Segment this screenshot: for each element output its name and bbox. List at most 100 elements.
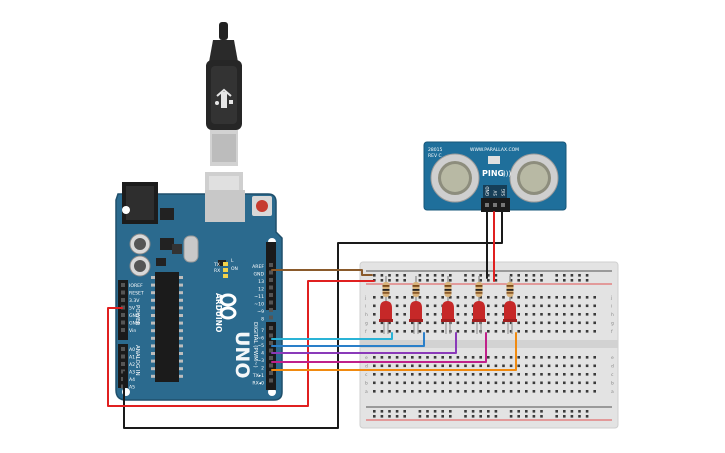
breadboard-hole[interactable] [570,313,574,316]
breadboard-hole[interactable] [502,381,505,385]
breadboard-hole[interactable] [380,410,384,413]
breadboard-hole[interactable] [517,415,520,418]
breadboard-hole[interactable] [426,373,429,376]
breadboard-hole[interactable] [395,390,399,393]
breadboard-hole[interactable] [418,373,422,376]
breadboard-hole[interactable] [403,410,406,413]
breadboard-hole[interactable] [509,373,513,376]
header-pin[interactable] [269,270,273,275]
breadboard-hole[interactable] [464,415,467,418]
breadboard-hole[interactable] [555,279,558,282]
breadboard-hole[interactable] [433,373,437,376]
breadboard-hole[interactable] [502,330,505,333]
breadboard-hole[interactable] [479,364,482,368]
header-pin[interactable] [269,371,273,375]
breadboard-hole[interactable] [373,373,376,376]
breadboard-hole[interactable] [388,279,391,282]
header-pin[interactable] [269,333,273,338]
breadboard-hole[interactable] [585,296,589,299]
breadboard-hole[interactable] [585,415,589,418]
header-pin[interactable] [269,356,273,360]
header-pin[interactable] [121,354,125,359]
breadboard-hole[interactable] [380,364,384,368]
breadboard-hole[interactable] [449,390,452,393]
breadboard-hole[interactable] [509,390,513,393]
breadboard-hole[interactable] [517,330,520,333]
breadboard-hole[interactable] [471,321,475,325]
breadboard-hole[interactable] [411,373,414,376]
wire-5v-red[interactable] [107,280,375,407]
breadboard-hole[interactable] [479,274,482,277]
breadboard-hole[interactable] [373,296,376,299]
breadboard-hole[interactable] [418,356,422,359]
breadboard-hole[interactable] [411,390,414,393]
breadboard-hole[interactable] [585,364,589,368]
breadboard-hole[interactable] [563,321,566,325]
resistor[interactable] [382,276,390,302]
breadboard-hole[interactable] [456,373,460,376]
breadboard-hole[interactable] [388,330,391,333]
breadboard-hole[interactable] [395,304,399,308]
breadboard-hole[interactable] [494,313,498,316]
breadboard-hole[interactable] [509,321,513,325]
breadboard-hole[interactable] [433,330,437,333]
breadboard-hole[interactable] [525,304,528,308]
breadboard-hole[interactable] [563,313,566,316]
breadboard-hole[interactable] [487,390,490,393]
breadboard-hole[interactable] [373,390,376,393]
header-pin[interactable] [269,293,273,297]
breadboard-hole[interactable] [502,356,505,359]
breadboard-hole[interactable] [471,274,475,277]
breadboard-hole[interactable] [441,390,444,393]
breadboard-hole[interactable] [585,381,589,385]
breadboard-hole[interactable] [509,296,513,299]
breadboard-hole[interactable] [532,410,536,413]
resistor[interactable] [412,276,420,302]
breadboard-hole[interactable] [517,296,520,299]
header-pin[interactable] [269,263,273,267]
breadboard-hole[interactable] [479,279,482,282]
breadboard-hole[interactable] [418,296,422,299]
breadboard-hole[interactable] [487,321,490,325]
breadboard-hole[interactable] [373,364,376,368]
breadboard-hole[interactable] [426,330,429,333]
breadboard-hole[interactable] [426,321,429,325]
breadboard-hole[interactable] [570,356,574,359]
breadboard-hole[interactable] [380,415,384,418]
breadboard-hole[interactable] [449,279,452,282]
breadboard-hole[interactable] [494,304,498,308]
breadboard-hole[interactable] [540,410,543,413]
breadboard-hole[interactable] [380,279,384,282]
breadboard-hole[interactable] [471,373,475,376]
breadboard-hole[interactable] [525,279,528,282]
breadboard-hole[interactable] [456,330,460,333]
breadboard-hole[interactable] [380,390,384,393]
breadboard-hole[interactable] [471,279,475,282]
breadboard-hole[interactable] [570,373,574,376]
breadboard-hole[interactable] [555,373,558,376]
breadboard-hole[interactable] [456,313,460,316]
breadboard-hole[interactable] [426,313,429,316]
breadboard-hole[interactable] [418,321,422,325]
breadboard-hole[interactable] [456,296,460,299]
breadboard-hole[interactable] [494,415,498,418]
breadboard-hole[interactable] [570,321,574,325]
breadboard-hole[interactable] [547,364,551,368]
breadboard-hole[interactable] [411,296,414,299]
breadboard-hole[interactable] [418,330,422,333]
breadboard-hole[interactable] [585,330,589,333]
breadboard-hole[interactable] [487,373,490,376]
breadboard-hole[interactable] [441,279,444,282]
header-pin[interactable] [121,305,125,310]
breadboard-hole[interactable] [471,356,475,359]
breadboard-hole[interactable] [373,304,376,308]
breadboard-hole[interactable] [426,415,429,418]
breadboard-hole[interactable] [388,364,391,368]
breadboard-hole[interactable] [563,279,566,282]
header-pin[interactable] [269,326,273,330]
breadboard-hole[interactable] [403,304,406,308]
breadboard-hole[interactable] [388,356,391,359]
breadboard-hole[interactable] [464,313,467,316]
breadboard-hole[interactable] [532,390,536,393]
header-pin[interactable] [121,313,125,317]
